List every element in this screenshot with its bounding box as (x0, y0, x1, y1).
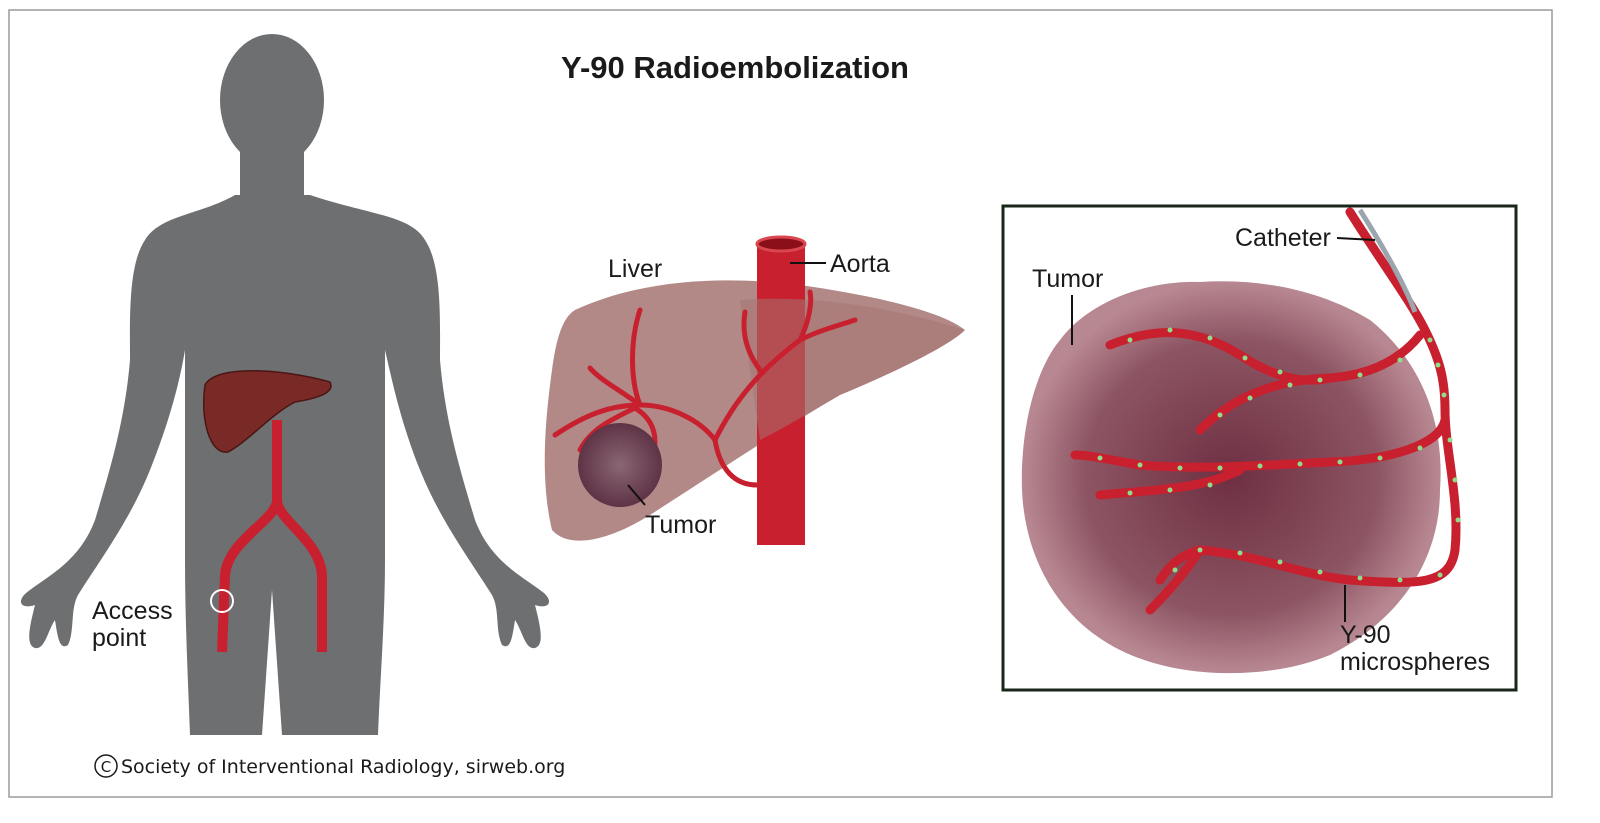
microspheres-label-line2: microspheres (1340, 648, 1490, 676)
copyright-symbol-circle (94, 754, 118, 778)
liver-label: Liver (608, 255, 662, 283)
access-point-label-line1: Access (92, 597, 173, 625)
body-artery-illustration (217, 420, 327, 653)
catheter-illustration (1357, 208, 1418, 313)
aorta-label: Aorta (830, 250, 890, 278)
liver-tumor-illustration (578, 423, 662, 507)
catheter-leader-line (1336, 237, 1376, 241)
liver-overlay (740, 298, 965, 440)
body-liver-illustration (202, 370, 332, 453)
y90-microspheres (1097, 327, 1461, 583)
body-silhouette (20, 34, 550, 735)
access-point-label-line2: point (92, 624, 146, 652)
closeup-vessels (1070, 207, 1461, 615)
catheter-label: Catheter (1235, 224, 1331, 252)
hepatic-artery-branches (552, 289, 858, 488)
microspheres-label-line1: Y-90 (1340, 621, 1391, 649)
copyright-symbol: C (101, 758, 111, 776)
frame-border (8, 9, 1553, 798)
diagram-title: Y-90 Radioembolization (561, 50, 909, 85)
closeup-tumor-label: Tumor (1032, 265, 1103, 293)
copyright-text: Society of Interventional Radiology, sir… (121, 756, 565, 778)
aorta-opening (755, 235, 807, 253)
access-point-marker (210, 589, 234, 613)
tumor-label: Tumor (645, 511, 716, 539)
tumor-leader-line (627, 484, 646, 506)
